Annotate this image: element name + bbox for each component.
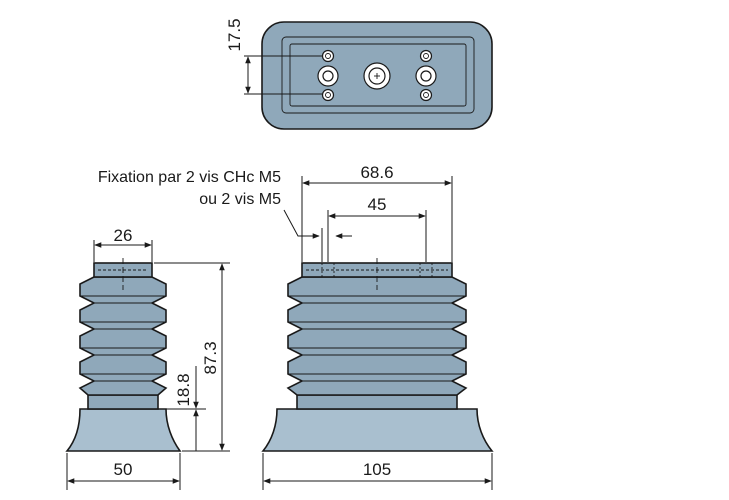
screw-note-line1: Fixation par 2 vis CHc M5 (98, 169, 281, 186)
dim-label-side-top-width: 26 (114, 226, 133, 245)
front-view: 68.6 45 Fixation par 2 vis CHc M5 ou 2 v… (98, 163, 494, 490)
side-view-base-plate (87, 394, 159, 410)
top-view-inner-frame-2 (289, 43, 467, 107)
top-view: 17.5 (225, 18, 493, 130)
side-view: 26 87.3 18.8 50 (65, 226, 230, 490)
dim-label-front-top-width: 68.6 (360, 163, 393, 182)
front-view-base-plate (296, 394, 458, 410)
dim-label-front-base-width: 105 (363, 460, 391, 479)
side-view-bellows (78, 276, 168, 396)
dim-label-top-height: 17.5 (225, 18, 244, 51)
side-view-foot (65, 408, 182, 452)
top-view-inner-frame (281, 36, 475, 114)
dim-label-side-base-width: 50 (114, 460, 133, 479)
dim-label-hole-spacing: 45 (368, 195, 387, 214)
screw-note-line2: ou 2 vis M5 (199, 191, 281, 208)
dim-label-base-height: 18.8 (174, 373, 193, 406)
small-hole-right-bottom (419, 88, 433, 102)
front-view-foot (261, 408, 494, 452)
small-hole-right-top (419, 49, 433, 63)
small-hole-left-top (321, 49, 335, 63)
dim-label-total-height: 87.3 (201, 341, 220, 374)
note-leader-line (283, 209, 320, 239)
front-view-bellows (286, 276, 468, 396)
small-hole-left-bottom (321, 88, 335, 102)
